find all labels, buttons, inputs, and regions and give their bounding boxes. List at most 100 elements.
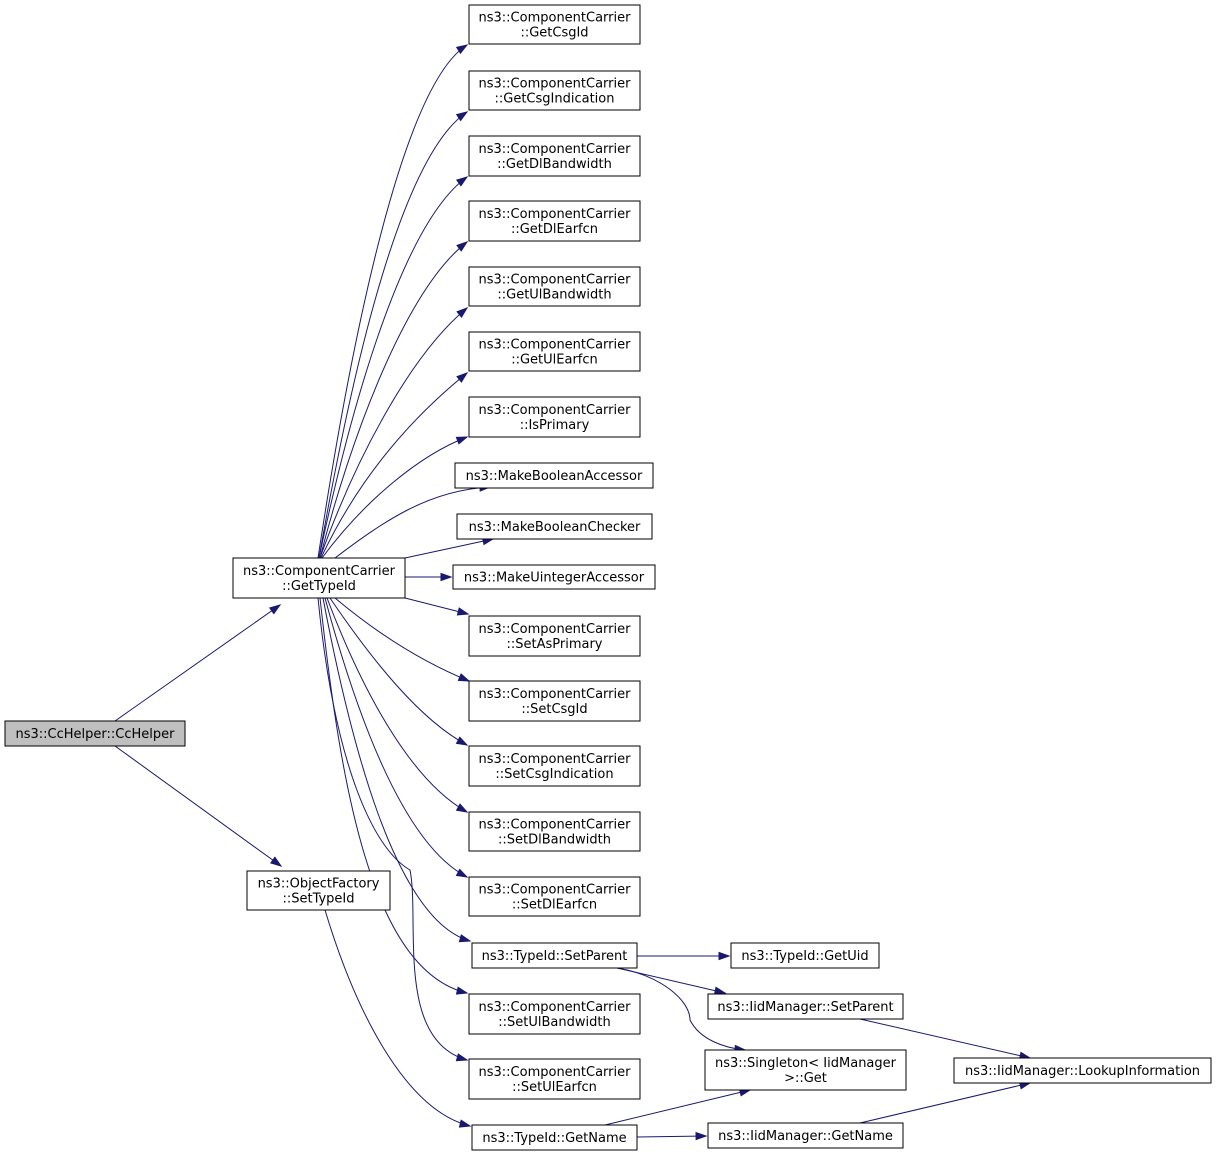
node-label: ns3::ComponentCarrier xyxy=(479,752,632,767)
node-box xyxy=(468,993,641,1035)
arrowhead-icon xyxy=(456,241,469,252)
node-label: ns3::ComponentCarrier xyxy=(479,687,632,702)
arrowhead-icon xyxy=(455,803,469,813)
edge-line xyxy=(329,597,468,746)
arrowhead-icon xyxy=(456,372,469,383)
node-label: ::SetUlBandwidth xyxy=(498,1015,610,1030)
node-label: ns3::CcHelper::CcHelper xyxy=(16,727,176,742)
edge-cc_gettypeid-to-getulbandwidth xyxy=(319,307,469,559)
arrowhead-icon xyxy=(268,604,282,615)
node-label: >::Get xyxy=(784,1071,827,1086)
node-setulbandwidth[interactable]: ns3::ComponentCarrier::SetUlBandwidth xyxy=(468,993,641,1035)
edge-line xyxy=(319,241,468,559)
node-box xyxy=(452,564,656,590)
edge-cc_gettypeid-to-getdlbandwidth xyxy=(318,176,469,559)
edge-cc_gettypeid-to-setcsgid xyxy=(334,597,471,682)
edge-line xyxy=(859,1082,1031,1124)
edge-cc_gettypeid-to-getcsgindication xyxy=(318,111,469,559)
arrowhead-icon xyxy=(713,986,727,995)
edge-line xyxy=(616,967,746,1051)
node-iid-getname[interactable]: ns3::IidManager::GetName xyxy=(707,1122,904,1149)
arrowhead-icon xyxy=(455,44,469,55)
node-box xyxy=(468,615,641,657)
node-cchelper[interactable]: ns3::CcHelper::CcHelper xyxy=(4,720,186,747)
call-graph-nodes: ns3::CcHelper::CcHelperns3::ComponentCar… xyxy=(4,4,1212,1151)
node-box xyxy=(246,870,391,911)
node-getcsgid[interactable]: ns3::ComponentCarrier::GetCsgId xyxy=(468,4,641,45)
node-iid-setparent[interactable]: ns3::IidManager::SetParent xyxy=(707,993,904,1020)
node-makeboolaccessor[interactable]: ns3::MakeBooleanAccessor xyxy=(454,462,654,489)
edge-line xyxy=(334,486,491,559)
node-box xyxy=(468,745,641,787)
edge-line xyxy=(326,597,468,813)
node-label: ::SetDlBandwidth xyxy=(498,833,611,848)
node-box xyxy=(468,680,641,722)
edge-cc_gettypeid-to-typeid_setparent xyxy=(322,597,472,943)
node-setdlearfcn[interactable]: ns3::ComponentCarrier::SetDlEarfcn xyxy=(468,876,641,917)
node-label: ::GetUlBandwidth xyxy=(497,288,611,303)
node-label: ns3::ObjectFactory xyxy=(258,877,380,892)
node-isprimary[interactable]: ns3::ComponentCarrier::IsPrimary xyxy=(468,396,641,438)
edge-cchelper-to-cc_gettypeid xyxy=(114,604,282,722)
edge-line xyxy=(114,604,281,722)
edge-cc_gettypeid-to-makeboolchecker xyxy=(404,537,495,559)
node-getdlearfcn[interactable]: ns3::ComponentCarrier::GetDlEarfcn xyxy=(468,200,641,242)
edge-typeid_getname-to-iid_getname xyxy=(636,1131,708,1141)
node-of-settypeid[interactable]: ns3::ObjectFactory::SetTypeId xyxy=(246,870,391,911)
edge-line xyxy=(319,597,468,994)
node-label: ::GetUlEarfcn xyxy=(511,353,598,368)
node-label: ::SetCsgIndication xyxy=(495,767,613,782)
edge-typeid_setparent-to-typeid_getuid xyxy=(637,951,731,961)
node-label: ns3::TypeId::SetParent xyxy=(482,949,628,964)
edge-typeid_getname-to-singleton_get xyxy=(604,1088,752,1126)
arrowhead-icon xyxy=(455,986,469,995)
node-box xyxy=(730,942,880,969)
node-box xyxy=(4,720,186,747)
node-label: ns3::ComponentCarrier xyxy=(479,1065,632,1080)
node-label: ::SetUlEarfcn xyxy=(512,1080,597,1095)
edge-line xyxy=(859,1018,1031,1059)
edge-line xyxy=(636,1135,707,1138)
node-getulearfcn[interactable]: ns3::ComponentCarrier::GetUlEarfcn xyxy=(468,331,641,372)
node-setcsgid[interactable]: ns3::ComponentCarrier::SetCsgId xyxy=(468,680,641,722)
arrowhead-icon xyxy=(458,934,472,943)
edge-line xyxy=(322,597,471,942)
node-getulbandwidth[interactable]: ns3::ComponentCarrier::GetUlBandwidth xyxy=(468,266,641,307)
arrowhead-icon xyxy=(718,951,731,961)
node-label: ns3::IidManager::GetName xyxy=(718,1129,893,1144)
node-singleton-get[interactable]: ns3::Singleton< IidManager>::Get xyxy=(704,1049,907,1091)
arrowhead-icon xyxy=(269,856,283,867)
node-getcsgindication[interactable]: ns3::ComponentCarrier::GetCsgIndication xyxy=(468,70,641,111)
edge-line xyxy=(317,44,468,559)
edge-cc_gettypeid-to-getulearfcn xyxy=(320,372,469,559)
node-makeuintaccessor[interactable]: ns3::MakeUintegerAccessor xyxy=(452,564,656,590)
arrowhead-icon xyxy=(455,436,469,445)
node-label: ::GetCsgId xyxy=(520,26,588,41)
node-typeid-setparent[interactable]: ns3::TypeId::SetParent xyxy=(471,942,638,969)
node-box xyxy=(707,993,904,1020)
edge-cc_gettypeid-to-getcsgid xyxy=(317,44,469,559)
node-label: ns3::MakeBooleanChecker xyxy=(469,520,641,535)
arrowhead-icon xyxy=(455,111,469,122)
node-getdlbandwidth[interactable]: ns3::ComponentCarrier::GetDlBandwidth xyxy=(468,135,641,177)
node-box xyxy=(953,1057,1212,1084)
node-setasprimary[interactable]: ns3::ComponentCarrier::SetAsPrimary xyxy=(468,615,641,657)
node-setcsgindication[interactable]: ns3::ComponentCarrier::SetCsgIndication xyxy=(468,745,641,787)
node-typeid-getname[interactable]: ns3::TypeId::GetName xyxy=(471,1124,638,1151)
node-typeid-getuid[interactable]: ns3::TypeId::GetUid xyxy=(730,942,880,969)
node-box xyxy=(468,811,641,852)
node-iid-lookup[interactable]: ns3::IidManager::LookupInformation xyxy=(953,1057,1212,1084)
node-box xyxy=(471,1124,638,1151)
node-cc-gettypeid[interactable]: ns3::ComponentCarrier::GetTypeId xyxy=(232,557,406,599)
edge-cc_gettypeid-to-setulearfcn xyxy=(317,597,469,1062)
edge-cc_gettypeid-to-getdlearfcn xyxy=(319,241,469,559)
node-label: ns3::ComponentCarrier xyxy=(479,622,632,637)
edge-line xyxy=(318,111,468,559)
node-label: ::GetCsgIndication xyxy=(495,92,615,107)
node-box xyxy=(468,331,641,372)
node-setulearfcn[interactable]: ns3::ComponentCarrier::SetUlEarfcn xyxy=(468,1058,641,1100)
node-box xyxy=(468,135,641,177)
node-setdlbandwidth[interactable]: ns3::ComponentCarrier::SetDlBandwidth xyxy=(468,811,641,852)
node-makeboolchecker[interactable]: ns3::MakeBooleanChecker xyxy=(456,513,653,540)
